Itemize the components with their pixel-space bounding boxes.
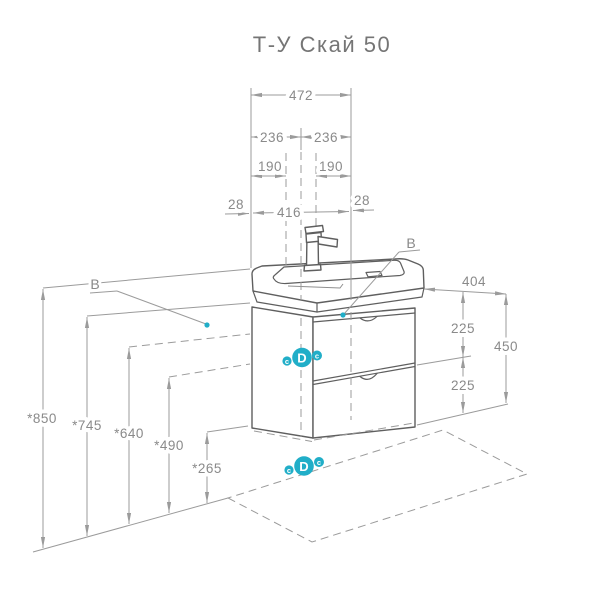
marker-c-icon bbox=[312, 350, 322, 361]
dim-value-28-right: 28 bbox=[354, 193, 370, 208]
callout-b-right-point bbox=[340, 312, 346, 318]
washbasin bbox=[251, 258, 425, 313]
marker-d-icon bbox=[294, 456, 314, 476]
watermark-markers-bottom: c D c bbox=[284, 456, 324, 476]
marker-c-label: c bbox=[287, 466, 291, 475]
callout-b-right: B bbox=[340, 232, 421, 318]
dim-value-745: *745 bbox=[72, 418, 102, 433]
dim-value-472: 472 bbox=[289, 88, 313, 103]
dim-value-190-left: 190 bbox=[258, 159, 282, 174]
marker-c-label: c bbox=[317, 458, 321, 467]
marker-d-icon bbox=[292, 347, 312, 368]
left-height-dimensions: *850 *745 *640 *490 *265 bbox=[23, 268, 251, 549]
marker-c-icon bbox=[314, 457, 324, 467]
dim-value-265: *265 bbox=[192, 461, 222, 476]
drawer-handle-bottom bbox=[359, 372, 378, 380]
dim-value-640: *640 bbox=[114, 426, 144, 441]
marker-d-label: D bbox=[299, 459, 308, 474]
marker-d-label: D bbox=[297, 351, 306, 366]
callout-b-left-label: B bbox=[90, 276, 99, 292]
dim-value-416: 416 bbox=[277, 205, 301, 220]
ref-line-640 bbox=[128, 333, 251, 348]
floor-projection-outline bbox=[226, 429, 529, 543]
dim-value-28-left: 28 bbox=[228, 197, 244, 212]
page-title: Т-У Скай 50 bbox=[253, 32, 391, 57]
marker-c-icon bbox=[282, 356, 292, 366]
dim-value-490: *490 bbox=[154, 438, 184, 453]
faucet bbox=[303, 224, 339, 272]
vanity-cabinet bbox=[251, 306, 416, 442]
dim-value-225-lower: 225 bbox=[451, 378, 475, 393]
floor-baseline bbox=[32, 497, 229, 553]
ref-line-850 bbox=[42, 268, 251, 289]
dim-value-190-right: 190 bbox=[319, 159, 343, 174]
marker-c-label: c bbox=[315, 352, 319, 361]
drawer-handle-top bbox=[359, 315, 378, 322]
watermark-markers-middle: c D c bbox=[282, 347, 322, 368]
ref-line-490 bbox=[168, 363, 251, 378]
dim-value-404: 404 bbox=[462, 274, 486, 289]
ref-line-745 bbox=[86, 302, 251, 317]
ref-line-bottom bbox=[416, 403, 509, 426]
dim-value-225-upper: 225 bbox=[451, 321, 475, 336]
callout-b-left: B bbox=[87, 273, 210, 328]
dim-value-850: *850 bbox=[27, 411, 57, 426]
marker-c-icon bbox=[284, 465, 294, 475]
callout-b-left-point bbox=[204, 322, 210, 328]
marker-c-label: c bbox=[285, 357, 289, 366]
ref-line-265 bbox=[206, 425, 249, 433]
dim-value-450: 450 bbox=[494, 339, 518, 354]
dim-value-236-left: 236 bbox=[260, 130, 284, 145]
right-side-dimensions: 404 225 225 450 bbox=[416, 270, 522, 426]
callout-b-right-label: B bbox=[406, 235, 415, 251]
dim-value-236-right: 236 bbox=[314, 130, 338, 145]
